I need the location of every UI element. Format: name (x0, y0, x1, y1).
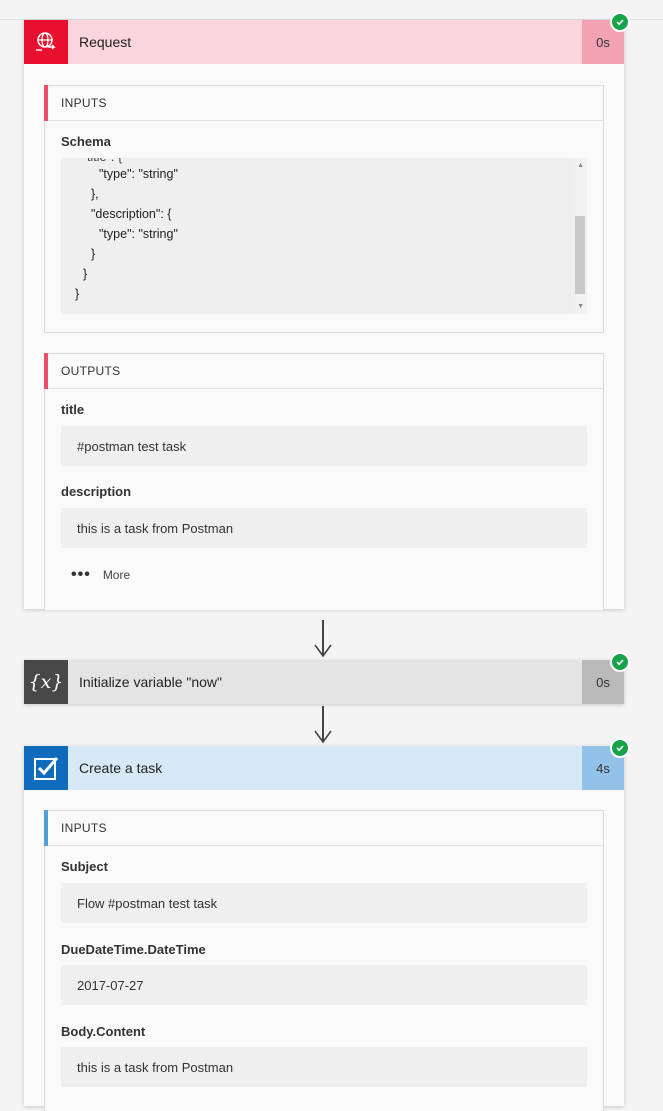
schema-label: Schema (61, 134, 111, 149)
create-task-inputs-header: INPUTS (44, 810, 603, 846)
output-description-label: description (61, 484, 132, 499)
scroll-up-arrow-icon[interactable]: ▲ (577, 162, 584, 169)
request-inputs-header: INPUTS (44, 85, 603, 121)
request-card: Request 0s INPUTS Schema title": { "type… (24, 12, 630, 610)
output-title-value: #postman test task (61, 426, 587, 466)
init-variable-duration: 0s (582, 660, 624, 704)
checkbox-task-icon (24, 746, 68, 790)
output-description-value: this is a task from Postman (61, 508, 587, 548)
init-variable-card-header[interactable]: {x} Initialize variable "now" 0s (24, 652, 630, 704)
due-date-value: 2017-07-27 (61, 965, 587, 1005)
schema-code-box[interactable]: title": { "type": "string" }, "descripti… (61, 158, 587, 314)
code-line: } (83, 267, 88, 281)
init-variable-card: {x} Initialize variable "now" 0s (24, 652, 630, 704)
code-line: "type": "string" (99, 227, 178, 241)
init-variable-title: Initialize variable "now" (79, 674, 223, 690)
code-line: } (75, 287, 80, 301)
due-date-label: DueDateTime.DateTime (61, 942, 206, 957)
top-toolbar-strip (0, 0, 663, 20)
globe-request-icon (24, 20, 68, 64)
ellipsis-icon: ••• (71, 566, 91, 583)
success-check-icon (610, 12, 630, 32)
body-content-label: Body.Content (61, 1024, 146, 1039)
scroll-down-arrow-icon[interactable]: ▼ (577, 303, 584, 310)
code-line: title": { (87, 158, 122, 164)
request-card-header[interactable]: Request 0s (24, 12, 630, 64)
code-line: } (91, 247, 96, 261)
flow-arrow (314, 706, 332, 744)
output-title-label: title (61, 402, 85, 417)
code-line: "description": { (91, 207, 172, 221)
body-content-value: this is a task from Postman (61, 1047, 587, 1087)
subject-label: Subject (61, 859, 108, 874)
request-inputs-panel: INPUTS Schema title": { "type": "string"… (44, 85, 604, 333)
variable-x-icon: {x} (24, 660, 68, 704)
success-check-icon (610, 738, 630, 758)
subject-value: Flow #postman test task (61, 883, 587, 923)
create-task-card: Create a task 4s INPUTS Subject Flow #po… (24, 738, 630, 1111)
request-outputs-header: OUTPUTS (44, 353, 603, 389)
more-label: More (102, 568, 131, 582)
create-task-title: Create a task (79, 760, 163, 776)
code-line: "type": "string" (99, 167, 178, 181)
success-check-icon (610, 652, 630, 672)
schema-scrollbar[interactable]: ▲ ▼ (573, 158, 587, 314)
request-title: Request (79, 34, 132, 50)
more-button[interactable]: ••• More (71, 566, 130, 584)
request-outputs-panel: OUTPUTS title #postman test task descrip… (44, 353, 604, 610)
create-task-card-header[interactable]: Create a task 4s (24, 738, 630, 790)
code-line: }, (91, 187, 99, 201)
flow-arrow (314, 620, 332, 658)
scroll-thumb[interactable] (575, 216, 585, 294)
create-task-inputs-panel: INPUTS Subject Flow #postman test task D… (44, 810, 604, 1111)
